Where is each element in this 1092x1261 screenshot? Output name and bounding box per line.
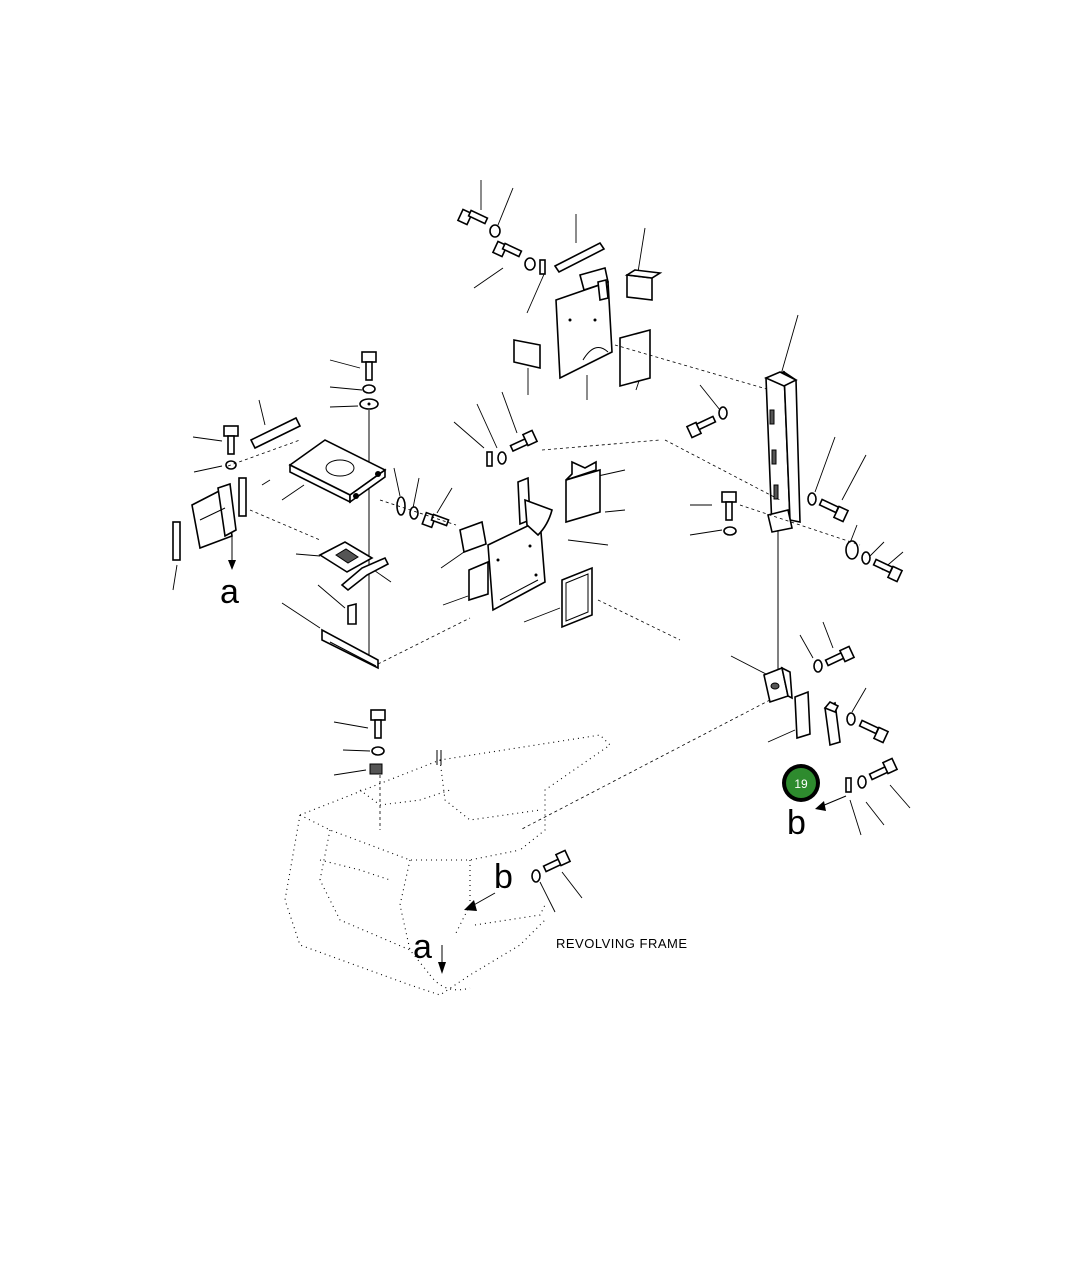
- callout-a-upper: a: [220, 573, 239, 611]
- hex-bolt: [486, 429, 539, 467]
- side-bracket: [191, 482, 237, 550]
- stopper-block: [626, 274, 653, 301]
- mounting-plate: [555, 267, 613, 380]
- part-hotspot-19[interactable]: 19: [782, 764, 820, 802]
- hex-bolt: [721, 491, 737, 536]
- clip-bracket: [823, 701, 841, 747]
- hex-bolt: [223, 425, 239, 470]
- cushion-pad: [619, 328, 651, 388]
- hex-bolt: [359, 351, 379, 410]
- spacer-bar: [553, 241, 606, 274]
- vertical-column: [764, 370, 801, 533]
- center-bracket-assembly: [440, 344, 771, 641]
- revolving-frame: [284, 709, 611, 996]
- callout-b-right: b: [787, 804, 806, 842]
- right-column-assembly: [664, 314, 904, 670]
- hex-bolt: [369, 709, 386, 775]
- upper-bracket-assembly: [456, 180, 663, 400]
- spacer-strip: [238, 477, 247, 517]
- hex-bolt: [456, 208, 501, 238]
- hex-bolt: [491, 240, 546, 275]
- cushion-pad: [565, 468, 601, 524]
- callout-a-frame: a: [413, 928, 432, 966]
- stopper-block: [794, 690, 811, 740]
- callout-b-frame: b: [494, 858, 513, 896]
- mount-bracket: [763, 666, 793, 704]
- center-plate: [487, 476, 553, 612]
- left-seat-assembly: [172, 351, 471, 670]
- spacer-block: [513, 339, 541, 370]
- hex-bolt: [531, 849, 572, 883]
- hex-bolt: [396, 496, 450, 529]
- lower-rail: [321, 617, 471, 670]
- seat-plate: [288, 439, 387, 504]
- hex-bolt: [685, 406, 728, 439]
- spacer-strip: [172, 521, 181, 561]
- hex-bolt: [813, 645, 856, 673]
- lower-right-assembly: [519, 621, 911, 836]
- hex-bolt: [845, 540, 904, 583]
- spacer-bar: [249, 416, 302, 450]
- curved-lever: [340, 556, 390, 592]
- cushion-pad: [561, 566, 593, 629]
- spacer-block: [468, 560, 489, 602]
- hotspot-label: 19: [794, 777, 808, 791]
- spacer-block: [459, 520, 487, 554]
- revolving-frame-label: REVOLVING FRAME: [556, 936, 688, 951]
- hex-bolt: [846, 712, 890, 744]
- hex-bolt: [807, 492, 850, 523]
- hex-bolt: [845, 757, 899, 793]
- rubber-mount: [318, 541, 374, 573]
